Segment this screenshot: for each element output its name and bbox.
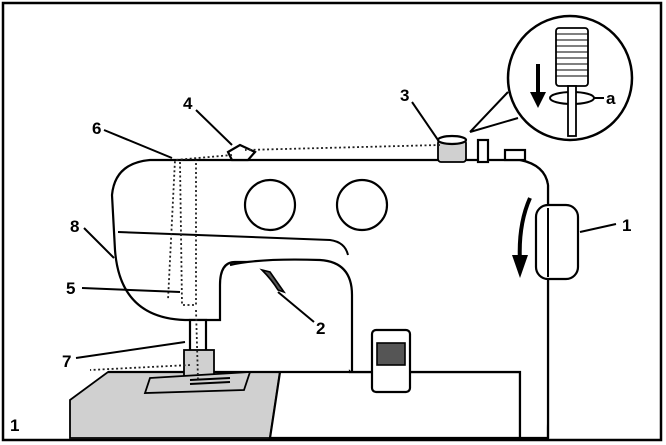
- stitch-dial-left: [243, 178, 297, 232]
- inset-spool-windings: [556, 33, 588, 77]
- callout-3: 3: [400, 86, 409, 105]
- callout-5: 5: [66, 279, 75, 298]
- thread-path-top: [244, 144, 441, 151]
- leader-6: [103, 129, 173, 159]
- leader-7: [75, 341, 186, 359]
- presser-foot: [183, 349, 215, 377]
- callout-8: 8: [70, 217, 79, 236]
- handwheel: [534, 203, 580, 281]
- thread-path-down: [167, 154, 233, 301]
- thread-path-tail: [89, 364, 191, 371]
- stitch-dial-right: [335, 178, 389, 232]
- inset-spool: [555, 27, 589, 87]
- feed-dogs: [189, 377, 231, 385]
- inset-pin: [567, 85, 577, 137]
- inset-arrowhead: [530, 92, 546, 108]
- callout-7: 7: [62, 352, 71, 371]
- inset-pointer: [469, 91, 519, 133]
- spool-top: [436, 134, 468, 146]
- needle-bar: [188, 318, 208, 354]
- spool-pin-2: [476, 138, 490, 164]
- callout-4: 4: [183, 94, 193, 113]
- thread-path-takeup: [179, 160, 197, 306]
- callout-1: 1: [622, 216, 631, 235]
- leader-5: [81, 287, 181, 293]
- arch-inner: [229, 258, 354, 372]
- needle-plate: [143, 371, 252, 394]
- leader-4: [195, 109, 233, 146]
- leader-2: [277, 291, 315, 323]
- figure-number: 1: [10, 416, 19, 435]
- bobbin-winder: [503, 148, 527, 162]
- rotation-arrowhead: [512, 255, 528, 278]
- leader-8: [83, 227, 115, 259]
- reverse-lever: [376, 342, 406, 366]
- leader-3: [411, 101, 439, 141]
- presser-lever: [259, 268, 287, 294]
- callout-2: 2: [316, 319, 325, 338]
- head-panel-line: [117, 231, 349, 256]
- callout-6: 6: [92, 119, 101, 138]
- inset-label-a: a: [606, 89, 616, 108]
- thread-guide: [226, 143, 257, 162]
- leader-1: [579, 223, 617, 233]
